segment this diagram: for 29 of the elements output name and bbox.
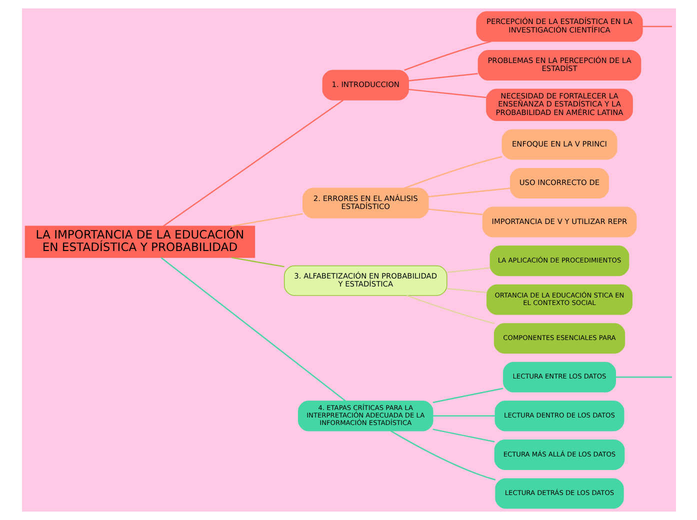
node-box: 2. ERRORES EN EL ANÁLISIS ESTADÍSTICO bbox=[302, 188, 428, 218]
node-box: PROBLEMAS EN LA PERCEPCIÓN DE LA ESTADÍST bbox=[477, 50, 641, 81]
node-box: ENFOQUE EN LA V PRINCI bbox=[501, 129, 617, 160]
node-box: PERCEPCIÓN DE LA ESTADÍSTICA EN LA INVESTIGACIÓN CIENTÍFICA bbox=[476, 11, 642, 42]
connector bbox=[404, 40, 491, 71]
node-box: 3. ALFABETIZACIÓN EN PROBABILIDAD Y ESTADÍSTICA bbox=[283, 265, 447, 296]
connector bbox=[432, 415, 494, 417]
connector bbox=[230, 256, 284, 268]
node-box: USO INCORRECTO DE bbox=[510, 168, 608, 199]
connector bbox=[408, 73, 478, 82]
node-box: IMPORTANCIA DE V Y UTILIZAR REPR bbox=[482, 206, 636, 238]
connector bbox=[230, 213, 302, 227]
node-box: NECESIDAD DE FORTALECER LA ENSEÑANZA D ESTADÍSTICA Y LA PROBABILIDAD EN AMÉRIC LATINA bbox=[486, 88, 632, 121]
connector bbox=[406, 294, 494, 324]
node-box: 1. INTRODUCCION bbox=[322, 70, 408, 100]
connector bbox=[390, 430, 496, 480]
connector bbox=[432, 388, 503, 404]
connector bbox=[404, 156, 502, 189]
connector bbox=[446, 267, 490, 273]
connector bbox=[428, 188, 510, 198]
connector bbox=[642, 26, 672, 28]
connector bbox=[432, 428, 494, 442]
node-box: LA IMPORTANCIA DE LA EDUCACIÓN EN ESTADÍSTICA Y PROBABILIDAD bbox=[24, 226, 255, 258]
connector bbox=[408, 88, 486, 98]
connector bbox=[162, 100, 344, 227]
connector bbox=[160, 257, 346, 402]
connector bbox=[615, 376, 672, 378]
connector bbox=[446, 288, 486, 294]
connector bbox=[428, 208, 482, 216]
